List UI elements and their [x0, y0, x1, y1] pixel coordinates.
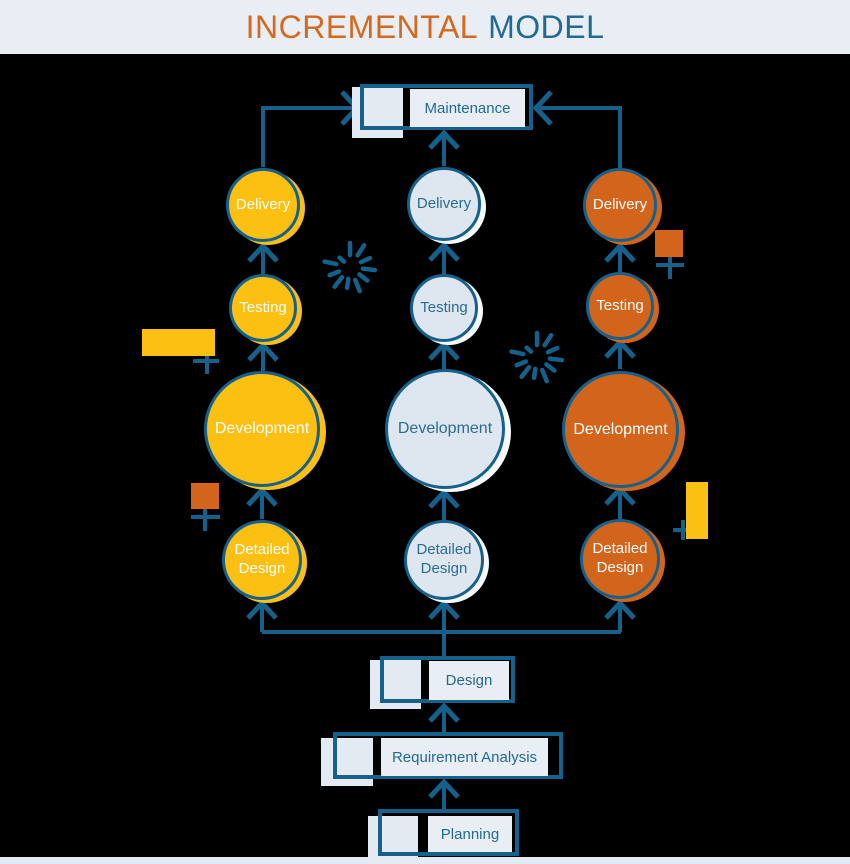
stage-label: Testing: [239, 298, 287, 316]
arrow-line-left-to-maintenance: [261, 106, 355, 167]
box-frame: [380, 656, 515, 703]
stage-label: Delivery: [235, 195, 291, 213]
stage-detailed-design-left: Detailed Design: [222, 520, 307, 603]
stage-delivery-left: Delivery: [226, 168, 305, 245]
accent-square-orange-right: [655, 230, 683, 257]
box-frame: [360, 84, 533, 130]
stage-detailed-design-right: Detailed Design: [580, 519, 665, 602]
box-label: Requirement Analysis: [391, 748, 538, 766]
stage-label: Development: [214, 420, 310, 437]
accent-rect-yellow-left: [142, 329, 215, 356]
title-secondary: MODEL: [488, 8, 605, 45]
box-label: Planning: [440, 825, 500, 843]
stage-testing-right: Testing: [586, 272, 659, 343]
box-label-panel: Requirement Analysis: [381, 738, 548, 776]
box-label-panel: Maintenance: [410, 89, 525, 127]
stage-label: Development: [573, 420, 668, 438]
stage-delivery-right: Delivery: [583, 168, 662, 245]
stage-development-middle: Development: [385, 369, 511, 492]
stage-label: Testing: [596, 296, 644, 314]
chevron-up-icon: [428, 129, 460, 150]
arrow-line-right-to-maintenance: [540, 106, 622, 168]
stage-label: Detailed Design: [234, 541, 290, 577]
chevron-left-icon: [532, 90, 553, 126]
stage-delivery-middle: Delivery: [407, 167, 486, 244]
spark-burst-icon: [322, 240, 378, 294]
stage-label: Testing: [420, 298, 468, 316]
box-label: Maintenance: [424, 99, 511, 117]
box-label: Design: [445, 672, 493, 689]
box-frame: [378, 809, 519, 856]
stage-testing-middle: Testing: [410, 274, 483, 345]
stage-detailed-design-middle: Detailed Design: [404, 520, 489, 603]
stage-label: Delivery: [592, 195, 648, 213]
accent-square-orange-left: [191, 483, 219, 509]
stage-label: Delivery: [416, 194, 472, 212]
stage-label: Development: [397, 420, 493, 437]
title-primary: INCREMENTAL: [245, 8, 479, 45]
box-frame: [333, 732, 563, 779]
stage-label: Detailed Design: [416, 541, 472, 577]
stage-label: Detailed Design: [592, 540, 648, 576]
accent-rect-yellow-right: [686, 482, 708, 539]
diagram-header: INCREMENTAL MODEL: [0, 0, 850, 54]
stage-testing-left: Testing: [229, 274, 302, 345]
box-label-panel: Planning: [428, 816, 512, 852]
box-label-panel: Design: [429, 661, 509, 700]
spark-burst-icon: [509, 330, 565, 384]
stage-development-right: Development: [562, 371, 685, 491]
footer-strip: [0, 857, 850, 864]
stage-development-left: Development: [204, 371, 326, 490]
